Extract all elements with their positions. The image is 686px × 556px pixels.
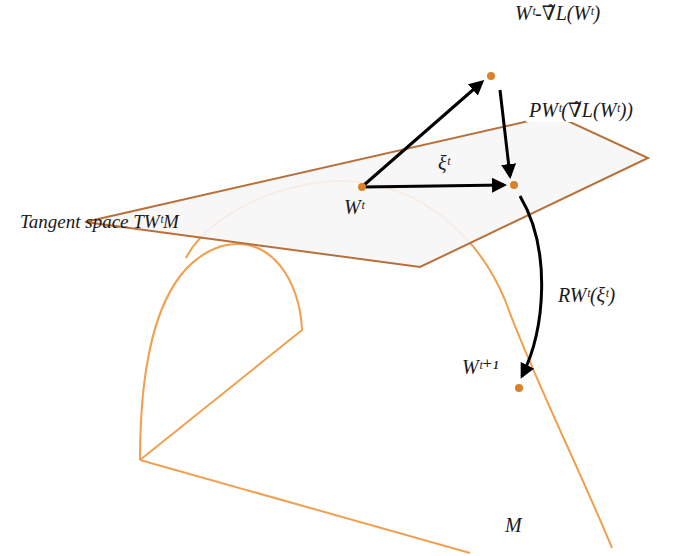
point-wt1 (515, 384, 523, 392)
point-label: Wᵗ-∇̃L(Wᵗ) (515, 2, 600, 25)
tangent-space-label: Tangent space TWᵗM (20, 211, 179, 233)
retraction-label: RWᵗ(ξᵗ) (558, 284, 615, 307)
tangent-vector-arrow (364, 185, 504, 187)
retraction-arrow (520, 196, 542, 376)
point-projection (510, 181, 518, 189)
point-gradient-step (487, 72, 495, 80)
manifold-label: M (505, 514, 522, 537)
gradient-step-arrow (364, 82, 482, 185)
manifold-front-face (140, 244, 302, 460)
manifold-base (140, 460, 470, 553)
point-wt (358, 183, 366, 191)
point-label: Wᵗ⁺¹ (462, 356, 499, 379)
projection-label: PWᵗ(∇̃L(Wᵗ)) (526, 99, 636, 122)
point-label: Wᵗ (344, 196, 364, 219)
tangent-plane (85, 115, 648, 267)
projection-arrow (500, 90, 510, 176)
vector-label: ξᵗ (438, 152, 450, 175)
